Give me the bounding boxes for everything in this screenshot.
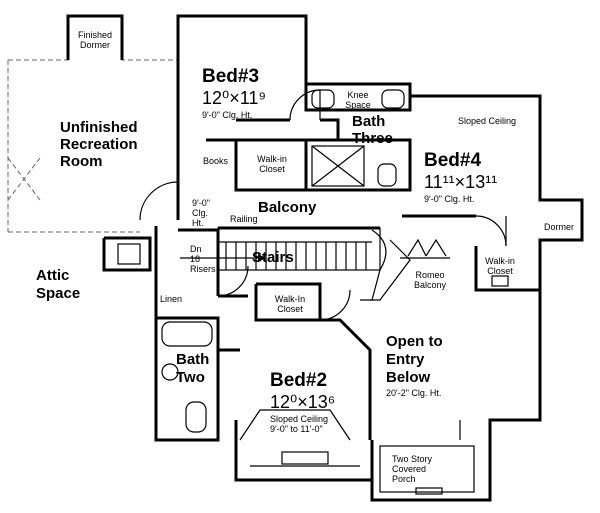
finished-dormer bbox=[66, 14, 124, 60]
svg-text:Bath: Bath bbox=[352, 113, 385, 130]
balcony-label: Balcony bbox=[258, 199, 317, 216]
svg-text:Space: Space bbox=[36, 285, 80, 302]
attic-label: Attic Space bbox=[36, 267, 80, 302]
svg-text:Finished: Finished bbox=[78, 30, 112, 40]
bed3-label: Bed#3 12⁰×11⁹ 9'-0" Clg. Ht. bbox=[202, 66, 266, 120]
svg-text:Two: Two bbox=[176, 369, 205, 386]
svg-text:Balcony: Balcony bbox=[414, 280, 447, 290]
svg-text:9'-0": 9'-0" bbox=[192, 198, 210, 208]
bed2-closet-label: Walk-In Closet bbox=[275, 294, 305, 314]
bath-two-label: Bath Two bbox=[176, 351, 209, 386]
svg-text:Walk-In: Walk-In bbox=[275, 294, 305, 304]
svg-text:Bed#4: Bed#4 bbox=[424, 150, 481, 171]
knee-space-label: Knee Space bbox=[345, 90, 371, 110]
hall-ceiling-label: 9'-0" Clg. Ht. bbox=[192, 198, 210, 228]
bed3-closet-label: Walk-in Closet bbox=[257, 154, 287, 174]
railing-label: Railing bbox=[230, 214, 258, 224]
svg-text:Closet: Closet bbox=[487, 266, 513, 276]
svg-text:Porch: Porch bbox=[392, 474, 416, 484]
svg-text:Entry: Entry bbox=[386, 351, 425, 368]
open-entry-label: Open to Entry Below 20'-2" Clg. Ht. bbox=[386, 333, 443, 398]
svg-text:9'-0" Clg. Ht.: 9'-0" Clg. Ht. bbox=[202, 110, 252, 120]
svg-text:Bed#2: Bed#2 bbox=[270, 370, 327, 391]
svg-text:Covered: Covered bbox=[392, 464, 426, 474]
romeo-balcony bbox=[400, 238, 450, 259]
svg-text:11¹¹×13¹¹: 11¹¹×13¹¹ bbox=[424, 172, 497, 192]
bed2-label: Bed#2 12⁰×13⁶ Sloped Ceiling 9'-0" to 11… bbox=[270, 370, 335, 434]
entry-porch-walls bbox=[370, 290, 542, 502]
bath-three-walls bbox=[304, 82, 412, 192]
svg-text:Closet: Closet bbox=[277, 304, 303, 314]
books-label: Books bbox=[203, 156, 229, 166]
svg-text:Space: Space bbox=[345, 100, 371, 110]
stairs-risers-label: Dn 18 Risers bbox=[190, 244, 216, 274]
bed4-closet-label: Walk-in Closet bbox=[485, 256, 515, 276]
svg-text:Walk-in: Walk-in bbox=[257, 154, 287, 164]
svg-text:Recreation: Recreation bbox=[60, 136, 138, 153]
svg-text:Walk-in: Walk-in bbox=[485, 256, 515, 266]
stairs-label: Stairs bbox=[252, 249, 294, 266]
svg-text:Two Story: Two Story bbox=[392, 454, 433, 464]
svg-text:Ht.: Ht. bbox=[192, 218, 204, 228]
svg-text:Dn: Dn bbox=[190, 244, 202, 254]
bath-two-walls bbox=[102, 226, 249, 442]
stairs bbox=[180, 227, 411, 301]
bed2-walls bbox=[218, 282, 372, 482]
svg-text:Knee: Knee bbox=[347, 90, 368, 100]
svg-text:Unfinished: Unfinished bbox=[60, 119, 138, 136]
svg-text:Open to: Open to bbox=[386, 333, 443, 350]
svg-text:Room: Room bbox=[60, 153, 103, 170]
svg-text:Clg.: Clg. bbox=[192, 208, 208, 218]
svg-text:Risers: Risers bbox=[190, 264, 216, 274]
svg-text:Dormer: Dormer bbox=[80, 40, 110, 50]
svg-text:12⁰×13⁶: 12⁰×13⁶ bbox=[270, 392, 335, 412]
svg-text:Bath: Bath bbox=[176, 351, 209, 368]
unfinished-rec-label: Unfinished Recreation Room bbox=[60, 119, 138, 170]
finished-dormer-label: Finished Dormer bbox=[78, 30, 112, 50]
romeo-balcony-label: Romeo Balcony bbox=[414, 270, 447, 290]
svg-text:Attic: Attic bbox=[36, 267, 69, 284]
bath-three-label: Bath Three bbox=[352, 113, 393, 147]
svg-text:20'-2" Clg. Ht.: 20'-2" Clg. Ht. bbox=[386, 388, 441, 398]
svg-text:Three: Three bbox=[352, 130, 393, 147]
porch-label: Two Story Covered Porch bbox=[392, 454, 433, 484]
sloped-ceiling-label: Sloped Ceiling bbox=[458, 116, 516, 126]
svg-text:Bed#3: Bed#3 bbox=[202, 66, 259, 87]
svg-text:Below: Below bbox=[386, 369, 431, 386]
svg-text:Closet: Closet bbox=[259, 164, 285, 174]
svg-text:18: 18 bbox=[190, 254, 200, 264]
bed3-walls bbox=[176, 14, 340, 140]
bed4-walls bbox=[402, 94, 584, 292]
svg-text:9'-0" to 11'-0": 9'-0" to 11'-0" bbox=[270, 424, 323, 434]
svg-text:12⁰×11⁹: 12⁰×11⁹ bbox=[202, 88, 266, 108]
svg-text:Sloped Ceiling: Sloped Ceiling bbox=[270, 414, 328, 424]
bed4-label: Bed#4 11¹¹×13¹¹ 9'-0" Clg. Ht. bbox=[424, 150, 497, 204]
bed3-closet-walls bbox=[206, 138, 308, 192]
svg-text:Romeo: Romeo bbox=[415, 270, 444, 280]
dormer-label: Dormer bbox=[544, 222, 574, 232]
svg-text:9'-0" Clg. Ht.: 9'-0" Clg. Ht. bbox=[424, 194, 474, 204]
linen-label: Linen bbox=[160, 294, 182, 304]
